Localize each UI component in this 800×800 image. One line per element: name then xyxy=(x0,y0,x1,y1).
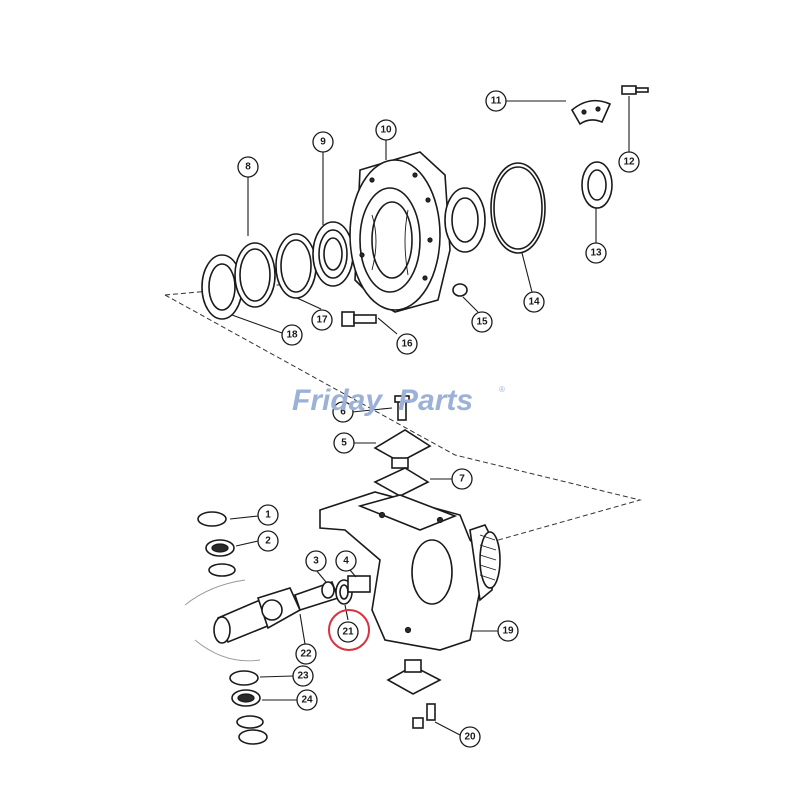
callout-15: 15 xyxy=(471,311,493,333)
callout-17: 17 xyxy=(311,309,333,331)
callout-label: 8 xyxy=(245,162,251,173)
callout-4: 4 xyxy=(335,550,357,572)
bearing-cup xyxy=(444,187,486,253)
nut-15 xyxy=(452,283,468,297)
callout-label: 4 xyxy=(343,556,349,567)
callout-9: 9 xyxy=(312,131,334,153)
knuckle-housing-19 xyxy=(319,491,501,651)
lock-plate-11 xyxy=(570,99,612,126)
callout-label: 19 xyxy=(502,626,514,637)
snap-ring-3 xyxy=(321,581,335,599)
seal-23 xyxy=(229,670,259,686)
callout-label: 6 xyxy=(340,407,346,418)
callout-label: 1 xyxy=(265,510,271,521)
callout-10: 10 xyxy=(375,119,397,141)
axle-outline xyxy=(184,579,261,662)
callout-1: 1 xyxy=(257,504,279,526)
callout-12: 12 xyxy=(618,151,640,173)
callout-label: 17 xyxy=(316,315,328,326)
bearing-2 xyxy=(205,539,235,557)
callout-label: 16 xyxy=(401,339,413,350)
watermark-word2: Parts xyxy=(398,384,473,417)
cap-1 xyxy=(197,511,227,527)
callout-label: 13 xyxy=(590,248,602,259)
callout-label: 3 xyxy=(313,556,319,567)
kingpin-lower xyxy=(386,659,442,695)
callout-label: 15 xyxy=(476,317,488,328)
callout-label: 18 xyxy=(286,330,298,341)
highlight-ring-part-21 xyxy=(328,609,370,651)
callout-2: 2 xyxy=(257,530,279,552)
callout-label: 21 xyxy=(342,627,354,638)
nut-13 xyxy=(581,161,613,209)
seal-ring-17 xyxy=(275,233,317,299)
cap-lower xyxy=(238,729,268,745)
callout-label: 10 xyxy=(380,125,392,136)
callout-14: 14 xyxy=(523,291,545,313)
callout-label: 20 xyxy=(464,732,476,743)
screw-6 xyxy=(394,395,410,421)
leader-lines xyxy=(229,96,630,736)
kingpin-5 xyxy=(373,429,432,469)
hub-10 xyxy=(349,151,451,313)
seal-ring-8 xyxy=(234,242,276,308)
seal-ring-18 xyxy=(201,254,243,320)
callout-7: 7 xyxy=(451,468,473,490)
callout-6: 6 xyxy=(332,401,354,423)
bearing-24 xyxy=(231,689,261,707)
bushing-4 xyxy=(347,575,371,593)
callout-label: 2 xyxy=(265,536,271,547)
callout-label: 24 xyxy=(301,695,313,706)
bearing-cone-9 xyxy=(312,221,354,287)
callout-19: 19 xyxy=(497,620,519,642)
callout-label: 9 xyxy=(320,137,326,148)
callout-21: 21 xyxy=(337,621,359,643)
callout-3: 3 xyxy=(305,550,327,572)
callout-16: 16 xyxy=(396,333,418,355)
callout-22: 22 xyxy=(295,643,317,665)
bolt-16 xyxy=(341,311,377,327)
callout-label: 22 xyxy=(300,649,312,660)
universal-joint-shaft-22 xyxy=(213,580,340,644)
callout-label: 7 xyxy=(459,474,465,485)
callout-18: 18 xyxy=(281,324,303,346)
callout-label: 5 xyxy=(341,438,347,449)
race xyxy=(208,563,236,577)
watermark-logo: Friday Parts ® xyxy=(292,384,505,417)
callout-label: 12 xyxy=(623,157,635,168)
shim-7 xyxy=(373,467,430,497)
watermark-word1: Friday xyxy=(292,384,383,417)
bolt-20 xyxy=(412,703,436,729)
callout-23: 23 xyxy=(292,665,314,687)
screw-12 xyxy=(621,85,649,95)
watermark-registered: ® xyxy=(499,385,505,394)
callout-label: 23 xyxy=(297,671,309,682)
callout-label: 14 xyxy=(528,297,540,308)
callout-8: 8 xyxy=(237,156,259,178)
callout-24: 24 xyxy=(296,689,318,711)
o-ring-14 xyxy=(490,162,546,254)
callout-13: 13 xyxy=(585,242,607,264)
callout-label: 11 xyxy=(491,96,502,107)
callout-5: 5 xyxy=(333,432,355,454)
callout-11: 11 xyxy=(485,90,507,112)
washer xyxy=(236,715,264,729)
callout-20: 20 xyxy=(459,726,481,748)
